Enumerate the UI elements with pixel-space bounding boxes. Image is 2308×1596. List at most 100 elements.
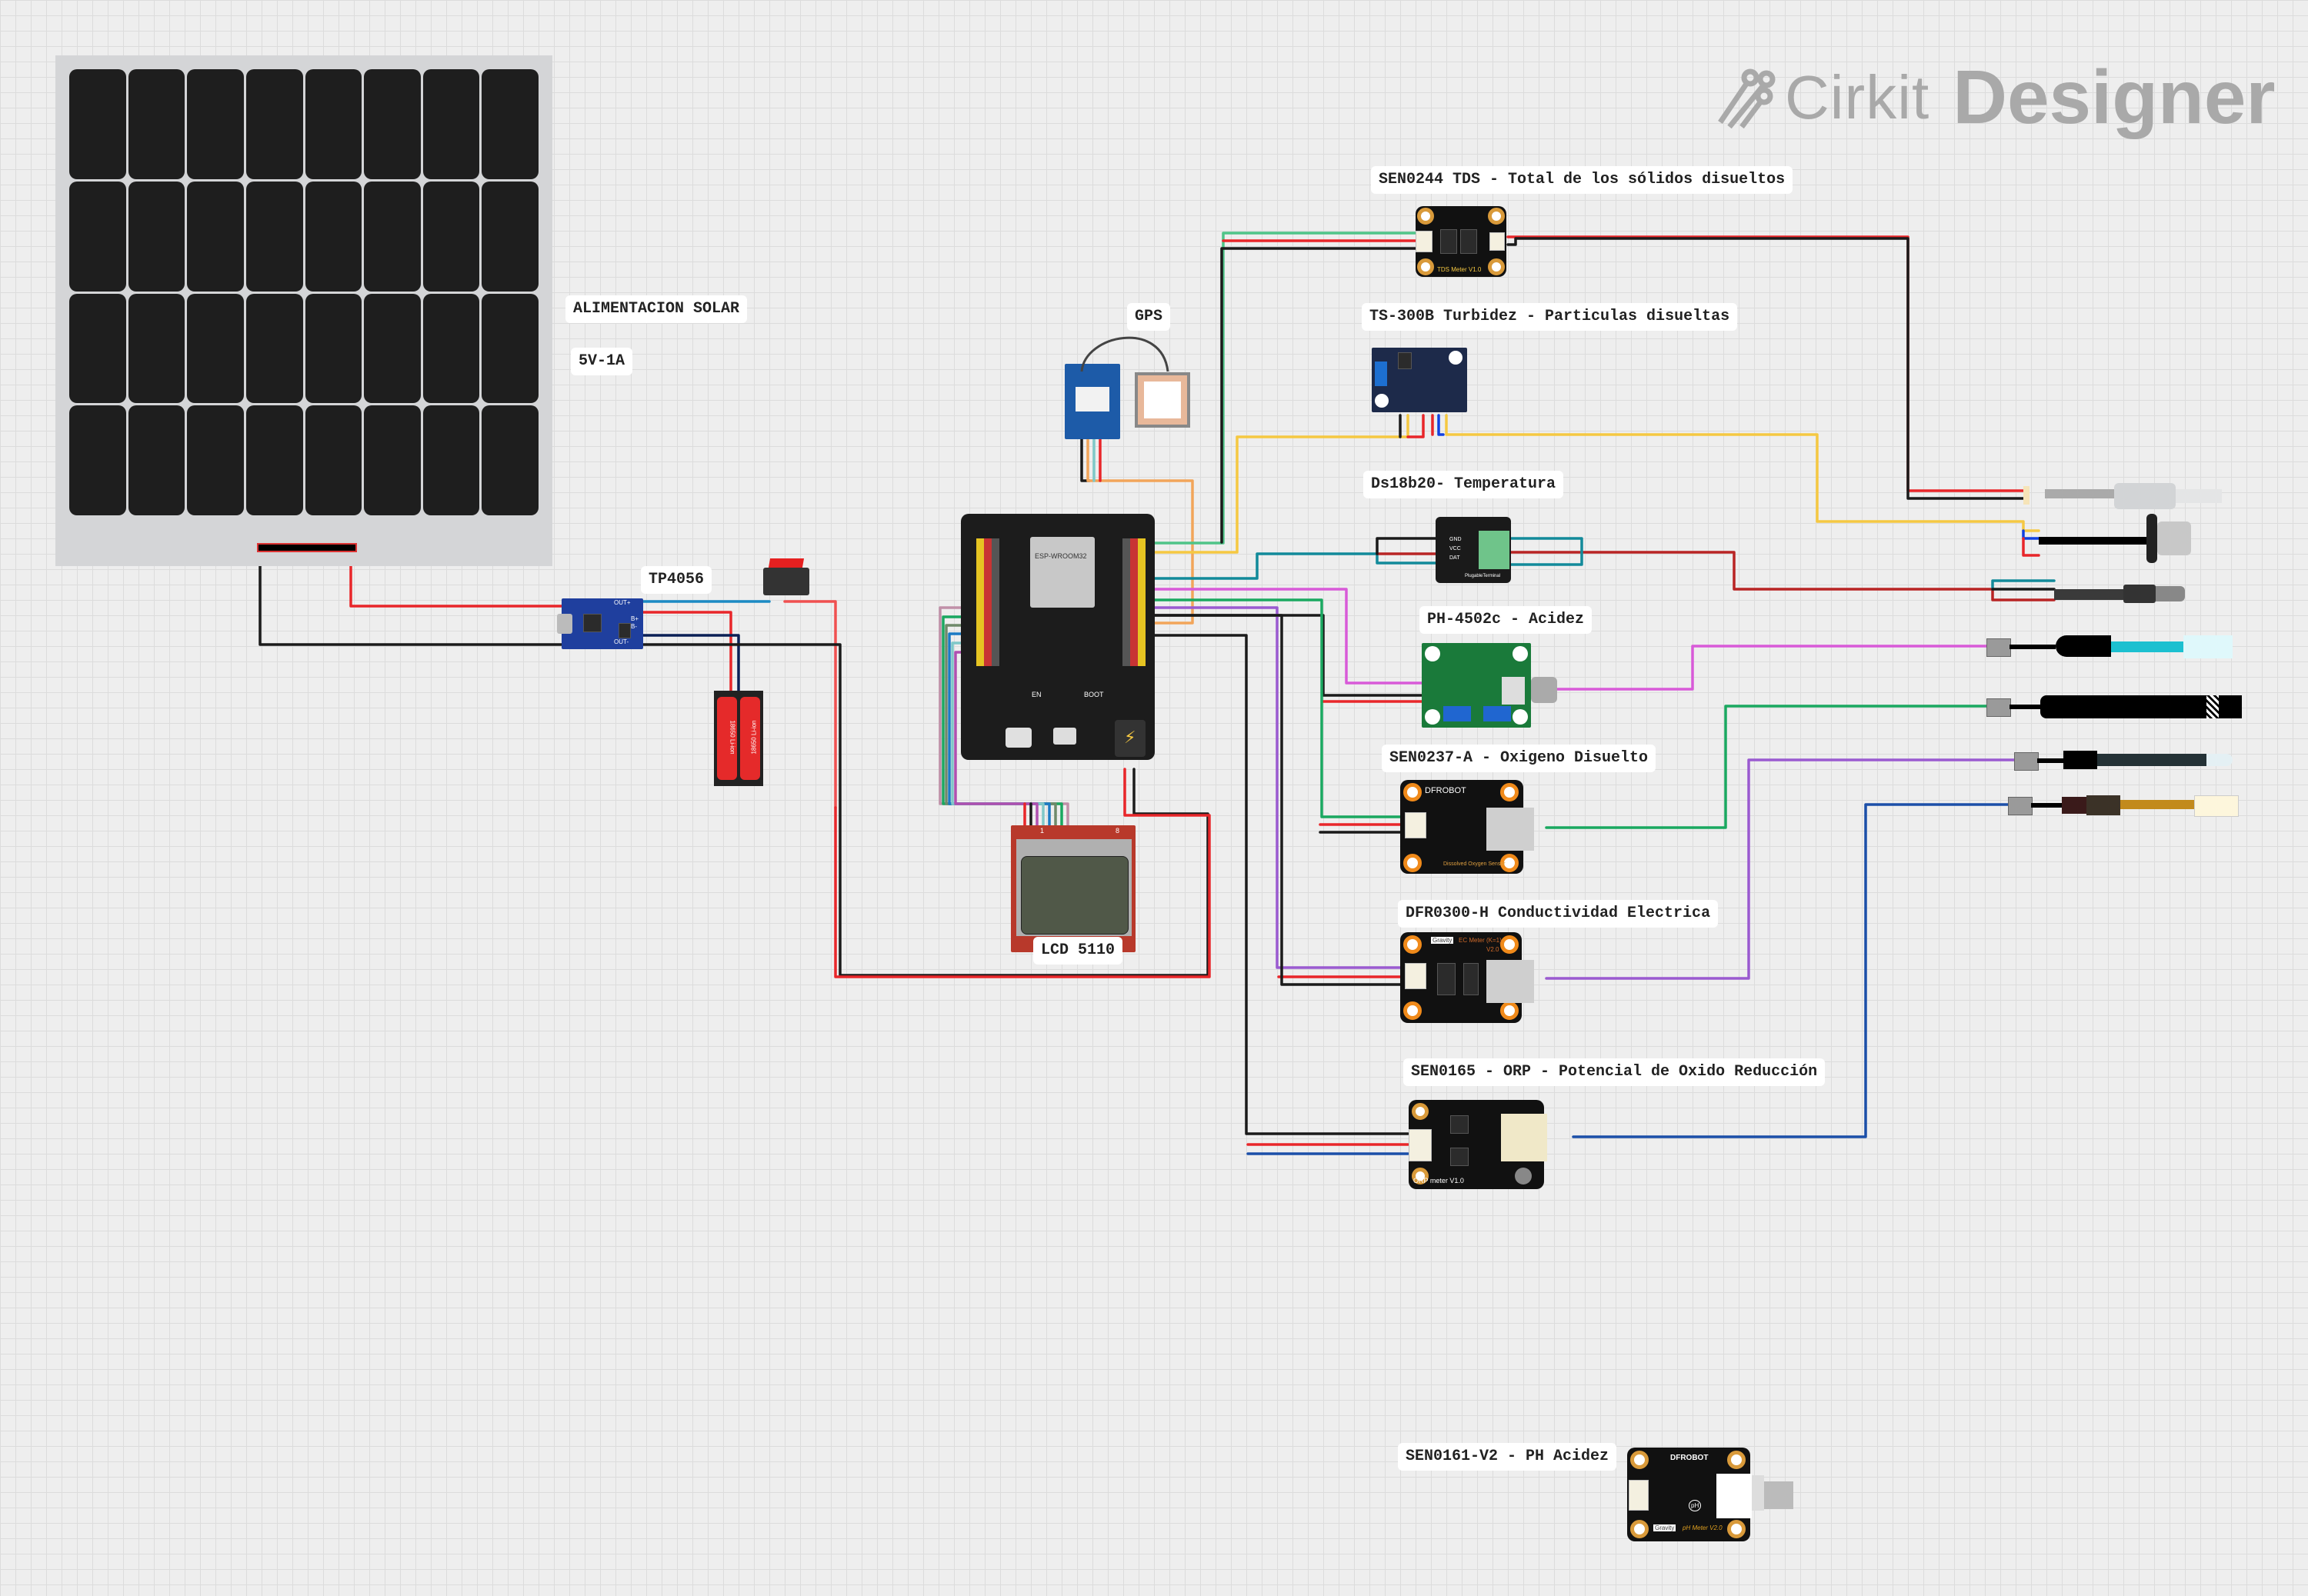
- boot-button-label: BOOT: [1084, 691, 1104, 698]
- dissolved-oxygen-board[interactable]: DFROBOT Dissolved Oxygen Sensor: [1400, 780, 1534, 874]
- esp32-left-header: [976, 538, 999, 666]
- ph-board-label: pH Meter V2.0: [1683, 1524, 1723, 1531]
- tds-sensor-board[interactable]: TDS Meter V1.0: [1416, 206, 1506, 277]
- ec-meter-board[interactable]: Gravity EC Meter (K=1) V2.0: [1400, 932, 1534, 1023]
- label-gps: GPS: [1127, 303, 1171, 331]
- ec-probe[interactable]: [2014, 751, 2237, 772]
- ds18b20-adapter[interactable]: GND VCC DAT PlugableTerminal: [1436, 517, 1511, 583]
- wire-do-signal[interactable]: [1141, 598, 1402, 818]
- label-solar: ALIMENTACION SOLAR: [565, 295, 748, 323]
- label-tds: SEN0244 TDS - Total de los sólidos disue…: [1371, 166, 1793, 194]
- label-temperature: Ds18b20- Temperatura: [1363, 471, 1564, 498]
- oxygen-brand: DFROBOT: [1425, 786, 1466, 795]
- battery-holder[interactable]: 18650 Li-ion 18650 Li-ion: [714, 691, 763, 786]
- wire-ds-out-teal[interactable]: [1506, 537, 2056, 591]
- label-ph-v2: SEN0161-V2 - PH Acidez: [1398, 1443, 1617, 1471]
- esp32-module-label: ESP-WROOM32: [1035, 552, 1087, 560]
- dc-jack[interactable]: ⚡: [1115, 720, 1146, 757]
- ph-thread: [1752, 1475, 1764, 1511]
- wire-gps-gnd[interactable]: [1080, 437, 1091, 482]
- brand-cirkit: Cirkit: [1785, 62, 1930, 132]
- micro-usb-port[interactable]: [1053, 728, 1076, 745]
- label-conductivity: DFR0300-H Conductividad Electrica: [1398, 900, 1719, 928]
- turbidity-sensor-board[interactable]: [1372, 348, 1467, 412]
- screw-terminal[interactable]: [1479, 531, 1509, 569]
- label-ph4502c: PH-4502c - Acidez: [1419, 606, 1593, 634]
- battery-cell-1-label: 18650 Li-ion: [729, 720, 736, 755]
- ph-probe[interactable]: [1986, 635, 2240, 660]
- solar-panel[interactable]: [55, 55, 552, 566]
- wire-ds-black-loop[interactable]: [1376, 537, 1439, 555]
- power-bolt-icon: ⚡: [1124, 728, 1136, 747]
- tp4056-pin-out-plus: OUT+: [614, 599, 631, 606]
- wire-tds-probe-red[interactable]: [1506, 235, 2025, 492]
- label-lcd: LCD 5110: [1033, 937, 1123, 965]
- tp4056-pin-bplus: B+: [631, 615, 639, 622]
- wire-ec-probe[interactable]: [1545, 758, 2017, 980]
- ec-board-version: V2.0: [1486, 946, 1499, 953]
- orp-bnc-connector[interactable]: [1501, 1114, 1547, 1161]
- label-tp4056: TP4056: [641, 566, 712, 594]
- usb-port: [557, 614, 572, 634]
- label-turbidity: TS-300B Turbidez - Particulas disueltas: [1362, 303, 1738, 331]
- esp32-expansion-board[interactable]: ESP-WROOM32 ⚡ EN BOOT: [961, 514, 1155, 760]
- wire-ph4502-probe[interactable]: [1553, 645, 1994, 691]
- circuit-logo-icon: [1718, 68, 1776, 128]
- lcd-pin-8: 8: [1116, 827, 1120, 835]
- wire-tds-probe-black[interactable]: [1506, 237, 2025, 500]
- wire-ec-gnd[interactable]: [1141, 614, 1402, 986]
- gps-module[interactable]: [1065, 364, 1120, 439]
- wire-ph4502-signal[interactable]: [1141, 588, 1423, 685]
- wire-orp-gnd[interactable]: [1141, 634, 1409, 1135]
- gps-antenna-cable: [1080, 336, 1169, 372]
- label-oxygen: SEN0237-A - Oxigeno Disuelto: [1382, 745, 1656, 772]
- lcd-5110[interactable]: 1 8: [1011, 825, 1136, 952]
- ds-board-label: PlugableTerminal: [1465, 574, 1501, 578]
- ph-cap: [1764, 1481, 1793, 1509]
- turbidity-probe[interactable]: [2039, 514, 2223, 568]
- esp32-right-header: [1122, 538, 1146, 666]
- wire-orp-probe[interactable]: [1572, 803, 2009, 1138]
- tp4056-module[interactable]: OUT+ B+ B- OUT-: [557, 598, 643, 649]
- wire-ds-out-red[interactable]: [1506, 551, 2056, 601]
- ph-brand: DFROBOT: [1670, 1454, 1709, 1462]
- cirkit-designer-logo: Cirkit Designer: [1716, 54, 2276, 141]
- ph4502c-bnc-connector[interactable]: [1531, 677, 1557, 703]
- oxygen-bnc-connector[interactable]: [1486, 808, 1534, 851]
- oxygen-board-label: Dissolved Oxygen Sensor: [1443, 861, 1506, 867]
- ec-gravity-badge: Gravity: [1431, 937, 1454, 944]
- tds-board-label: TDS Meter V1.0: [1437, 266, 1482, 273]
- en-button-label: EN: [1032, 691, 1042, 698]
- wire-tp-bplus[interactable]: [635, 611, 732, 694]
- ph-gravity-badge: Gravity: [1653, 1524, 1676, 1531]
- power-switch[interactable]: [763, 558, 809, 597]
- dissolved-oxygen-probe[interactable]: [1986, 695, 2245, 720]
- wire-turb-red[interactable]: [1406, 414, 1425, 438]
- ec-bnc-connector[interactable]: [1486, 960, 1534, 1003]
- ds-pin-dat: DAT: [1449, 555, 1460, 561]
- wire-ec-signal[interactable]: [1141, 606, 1402, 969]
- wire-ph4502-gnd[interactable]: [1141, 614, 1423, 697]
- label-orp: SEN0165 - ORP - Potencial de Oxido Reduc…: [1403, 1058, 1826, 1086]
- solar-cells: [69, 69, 539, 515]
- brand-designer: Designer: [1953, 55, 2276, 139]
- esp32-module: ESP-WROOM32: [1030, 537, 1095, 608]
- orp-meter-board[interactable]: ORP meter V1.0: [1409, 1100, 1547, 1189]
- tp4056-pin-out-minus: OUT-: [614, 638, 629, 645]
- tds-probe[interactable]: [2023, 483, 2239, 509]
- solar-terminal[interactable]: [257, 543, 357, 552]
- orp-calibration-button[interactable]: [1515, 1168, 1532, 1185]
- ph-bnc-connector[interactable]: [1716, 1474, 1752, 1518]
- ds18b20-probe[interactable]: [2054, 583, 2205, 606]
- orp-probe[interactable]: [2008, 795, 2246, 817]
- usb-c-port[interactable]: [1006, 728, 1032, 748]
- ph-meter-v2-board[interactable]: DFROBOT pH Gravity pH Meter V2.0: [1627, 1448, 1752, 1541]
- ph4502c-board[interactable]: [1422, 643, 1531, 728]
- gps-antenna[interactable]: [1135, 372, 1190, 428]
- wire-ds-teal[interactable]: [1141, 552, 1439, 580]
- wire-tp-bminus[interactable]: [635, 634, 740, 694]
- ec-board-label: EC Meter (K=1): [1459, 937, 1502, 944]
- lcd-pin-1: 1: [1040, 827, 1045, 835]
- label-solar-rating: 5V-1A: [571, 348, 633, 375]
- wire-switch-out[interactable]: [783, 600, 837, 809]
